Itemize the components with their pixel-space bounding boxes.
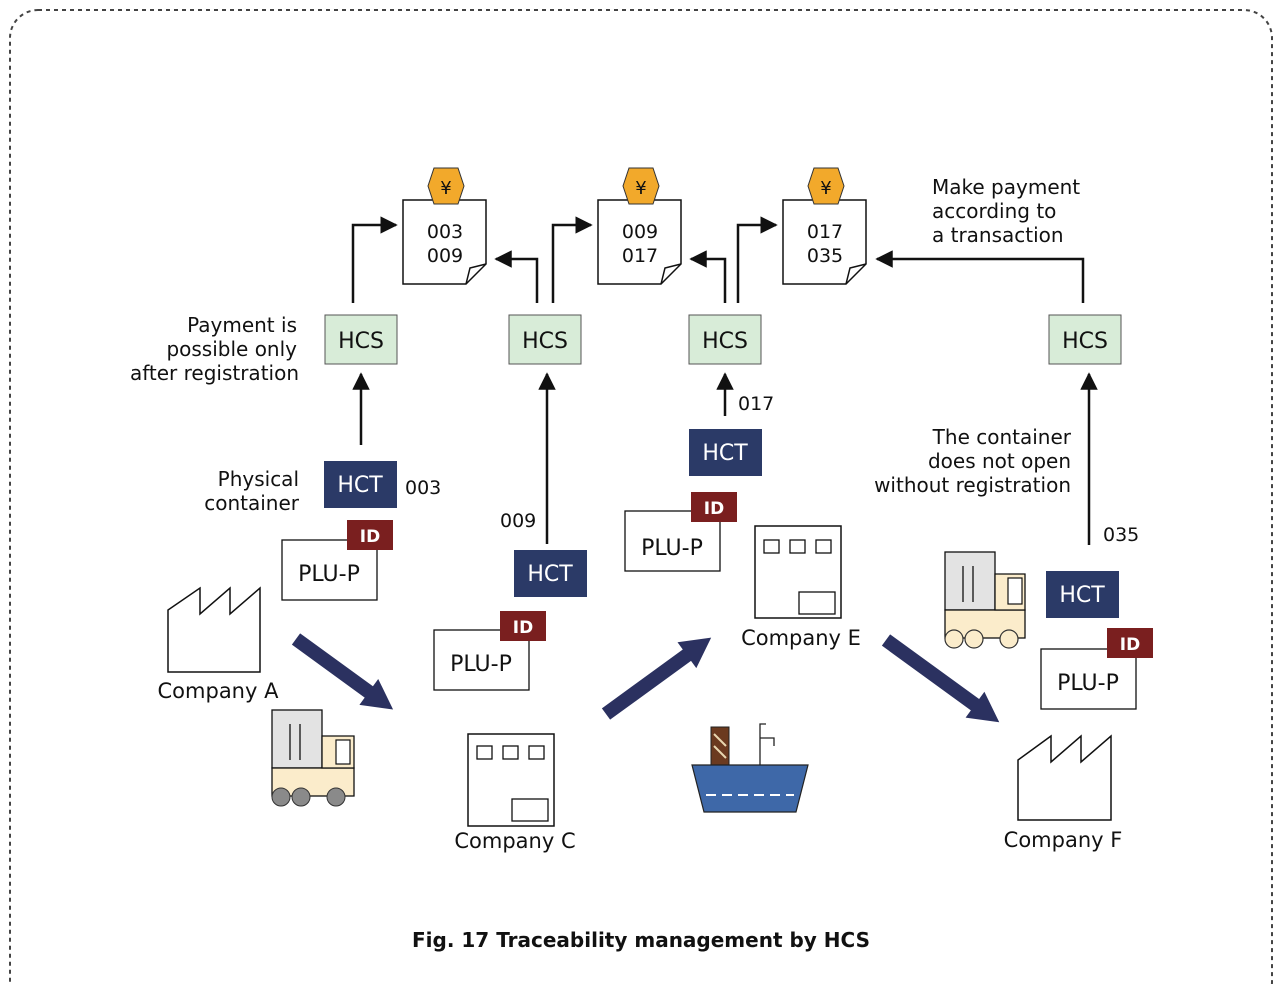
document-3-line1: 017: [807, 221, 843, 243]
svg-text:does not open: does not open: [928, 449, 1071, 473]
yen-tag-icon: ¥: [427, 167, 465, 205]
hct-box-2: HCT: [514, 550, 587, 597]
hct-box-3: HCT: [689, 429, 762, 476]
ship-icon: [691, 723, 809, 813]
hcs-box-1: HCS: [324, 314, 398, 365]
arrow-hcs3-doc2: [689, 250, 727, 303]
svg-text:possible only: possible only: [166, 337, 297, 361]
arrow-hcs3-doc3: [736, 216, 778, 303]
note-container-not-open: The container does not open without regi…: [874, 425, 1072, 497]
hct-label: HCT: [702, 441, 748, 466]
plu-p-box-1: PLU-P ID: [281, 520, 393, 601]
dashed-frame: [9, 9, 1273, 984]
note-physical-container: Physical container: [204, 467, 300, 515]
plu-p-box-4: PLU-P ID: [1040, 628, 1153, 710]
id-badge: ID: [704, 499, 724, 519]
arrow-hcs1-doc1: [351, 216, 398, 303]
svg-text:Payment is: Payment is: [187, 313, 297, 337]
id-badge: ID: [513, 618, 533, 638]
hcs-label: HCS: [702, 329, 748, 354]
truck-icon-1: [271, 709, 355, 807]
svg-text:after registration: after registration: [130, 361, 299, 385]
hcs-label: HCS: [522, 329, 568, 354]
flow-arrows: [291, 633, 1000, 723]
svg-text:Physical: Physical: [218, 467, 299, 491]
document-3: ¥ 017 035: [782, 167, 867, 285]
number-003: 003: [405, 477, 441, 499]
svg-text:container: container: [204, 491, 300, 515]
yen-symbol: ¥: [635, 178, 646, 199]
hct-label: HCT: [1059, 583, 1105, 608]
factory-icon-company-a: [167, 586, 261, 673]
plu-p-label: PLU-P: [450, 652, 512, 677]
yen-tag-icon: ¥: [807, 167, 845, 205]
hcs-to-document-arrows: [351, 216, 1085, 303]
hcs-box-4: HCS: [1048, 314, 1122, 365]
hcs-box-2: HCS: [508, 314, 582, 365]
id-badge: ID: [1120, 635, 1140, 655]
svg-text:according to: according to: [932, 199, 1056, 223]
arrow-hcs2-doc2: [551, 216, 593, 303]
hcs-label: HCS: [338, 329, 384, 354]
yen-symbol: ¥: [440, 178, 451, 199]
document-1-line2: 009: [427, 245, 463, 267]
truck-icon-2: [944, 551, 1026, 649]
hct-box-1: HCT: [324, 461, 397, 508]
svg-text:a transaction: a transaction: [932, 223, 1064, 247]
company-f-label: Company F: [1004, 828, 1123, 852]
hcs-box-3: HCS: [688, 314, 762, 365]
building-icon-company-c: [467, 733, 555, 827]
hct-to-hcs-arrows: [352, 372, 1098, 545]
yen-tag-icon: ¥: [622, 167, 660, 205]
flow-arrow-e-to-f: [881, 634, 1000, 723]
document-3-line2: 035: [807, 245, 843, 267]
arrow-hcs4-doc3: [875, 250, 1085, 303]
svg-text:The container: The container: [932, 425, 1072, 449]
number-017: 017: [738, 393, 774, 415]
document-2-line2: 017: [622, 245, 658, 267]
hct-label: HCT: [337, 473, 383, 498]
document-2: ¥ 009 017: [597, 167, 682, 285]
plu-p-label: PLU-P: [298, 562, 360, 587]
company-c-label: Company C: [454, 829, 575, 853]
hct-box-4: HCT: [1046, 571, 1119, 618]
note-make-payment: Make payment according to a transaction: [932, 175, 1080, 247]
flow-arrow-c-to-e: [601, 637, 712, 720]
plu-p-label: PLU-P: [1057, 671, 1119, 696]
company-a-label: Company A: [158, 679, 280, 703]
flow-arrow-a-to-c: [291, 633, 394, 710]
id-badge: ID: [360, 527, 380, 547]
document-1: ¥ 003 009: [402, 167, 487, 285]
yen-symbol: ¥: [820, 178, 831, 199]
plu-p-box-3: PLU-P ID: [624, 492, 737, 572]
hcs-label: HCS: [1062, 329, 1108, 354]
figure-caption: Fig. 17 Traceability management by HCS: [412, 928, 870, 952]
svg-text:without registration: without registration: [874, 473, 1071, 497]
number-009: 009: [500, 510, 536, 532]
number-035: 035: [1103, 524, 1139, 546]
document-1-line1: 003: [427, 221, 463, 243]
hct-label: HCT: [527, 562, 573, 587]
plu-p-label: PLU-P: [641, 536, 703, 561]
company-e-label: Company E: [741, 626, 861, 650]
document-2-line1: 009: [622, 221, 658, 243]
svg-text:Make payment: Make payment: [932, 175, 1080, 199]
building-icon-company-e: [754, 525, 842, 619]
note-payment-possible: Payment is possible only after registrat…: [130, 313, 299, 385]
factory-icon-company-f: [1017, 734, 1112, 821]
plu-p-box-2: PLU-P ID: [433, 611, 546, 691]
arrow-hcs2-doc1: [494, 250, 539, 303]
